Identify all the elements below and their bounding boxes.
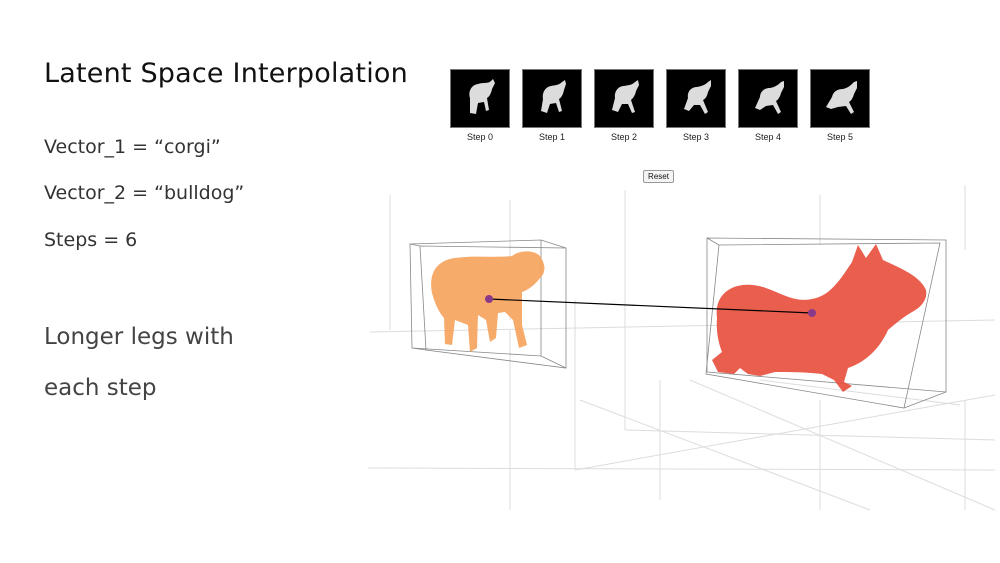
floor-grid — [367, 185, 996, 511]
vector-1-label: Vector_1 = “corgi” — [44, 136, 221, 158]
bulldog-centroid-dot — [808, 309, 816, 317]
interpolation-line — [488, 298, 813, 314]
step-thumbnails: Step 0 Step 1 Step 2 Step 3 Step 4 Step … — [450, 69, 870, 142]
step-thumbnail[interactable]: Step 3 — [666, 69, 726, 142]
step-label: Step 5 — [826, 132, 854, 142]
steps-label: Steps = 6 — [44, 229, 138, 251]
step-thumbnail[interactable]: Step 1 — [522, 69, 582, 142]
corgi-centroid-dot — [485, 295, 493, 303]
step-label: Step 4 — [754, 132, 782, 142]
step-thumbnail[interactable]: Step 0 — [450, 69, 510, 142]
vector-2-label: Vector_2 = “bulldog” — [44, 182, 245, 204]
step-thumbnail-image — [738, 69, 798, 128]
step-label: Step 1 — [538, 132, 566, 142]
step-label: Step 3 — [682, 132, 710, 142]
step-thumbnail[interactable]: Step 4 — [738, 69, 798, 142]
step-label: Step 2 — [610, 132, 638, 142]
step-thumbnail[interactable]: Step 2 — [594, 69, 654, 142]
note-line-1: Longer legs with — [44, 324, 234, 350]
bulldog-bounding-box — [705, 237, 947, 409]
corgi-bounding-box — [409, 239, 567, 369]
step-thumbnail-image — [594, 69, 654, 128]
reset-button[interactable]: Reset — [643, 170, 674, 183]
step-thumbnail-image — [810, 69, 870, 128]
note-line-2: each step — [44, 375, 157, 401]
bulldog-mesh — [712, 244, 927, 392]
step-thumbnail-image — [450, 69, 510, 128]
step-thumbnail-image — [666, 69, 726, 128]
slide-title: Latent Space Interpolation — [44, 58, 408, 89]
step-thumbnail[interactable]: Step 5 — [810, 69, 870, 142]
step-thumbnail-image — [522, 69, 582, 128]
step-label: Step 0 — [466, 132, 494, 142]
